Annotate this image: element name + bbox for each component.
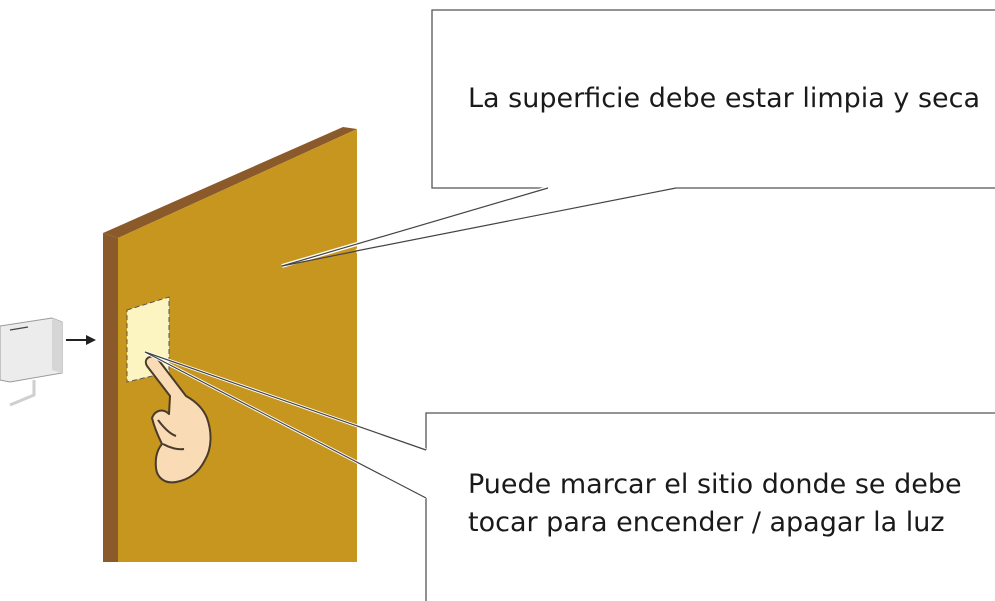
sensor-device-icon: [0, 317, 63, 407]
wall-top-edge: [103, 127, 357, 238]
callout-mark-line-1: Puede marcar el sitio donde se debe: [468, 469, 962, 500]
callout-mark-text: Puede marcar el sitio donde se debe toca…: [468, 466, 962, 542]
callout-mark-box: [425, 412, 995, 601]
pointing-hand-icon: [144, 355, 212, 484]
wall-edge: [103, 233, 118, 562]
callout-surface-label: La superficie debe estar limpia y seca: [468, 83, 981, 114]
callout-mark-pointer: [144, 350, 427, 500]
callout-surface-pointer: [281, 186, 677, 268]
callout-surface-box: [431, 9, 995, 189]
arrow-icon: [66, 335, 96, 345]
callout-mark-line-2: tocar para encender / apagar la luz: [468, 507, 945, 538]
callout-surface-text: La superficie debe estar limpia y seca: [468, 80, 980, 118]
